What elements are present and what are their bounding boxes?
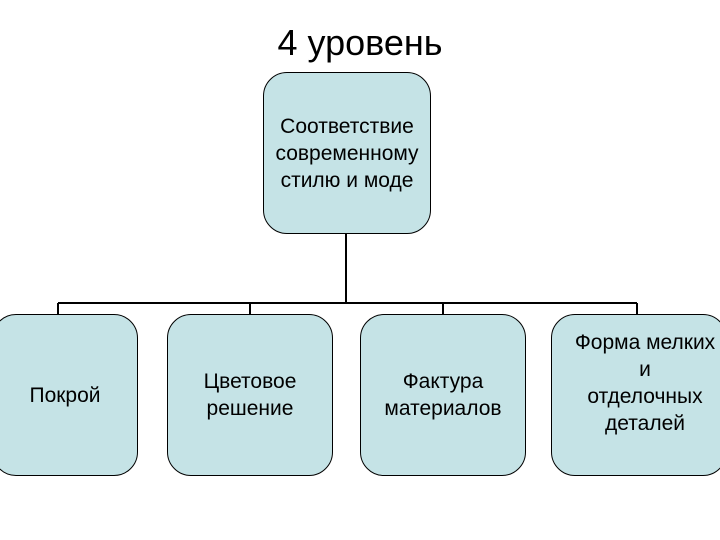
root-node-label: Соответствие современному стилю и моде [275, 115, 419, 192]
child-node-color-solution: Цветовое решение [167, 314, 333, 476]
child-node-cut: Покрой [0, 314, 138, 476]
child-node-label: Покрой [29, 383, 101, 407]
child-node-label: Цветовое решение [203, 370, 297, 420]
child-node-detail-shapes: Форма мелких и отделочных деталей [551, 314, 720, 476]
child-node-material-texture: Фактура материалов [360, 314, 526, 476]
slide-title: 4 уровень [277, 22, 443, 63]
child-node-label: Фактура материалов [384, 370, 502, 420]
root-node: Соответствие современному стилю и моде [263, 72, 431, 234]
child-node-label: Форма мелких и отделочных деталей [574, 331, 716, 435]
